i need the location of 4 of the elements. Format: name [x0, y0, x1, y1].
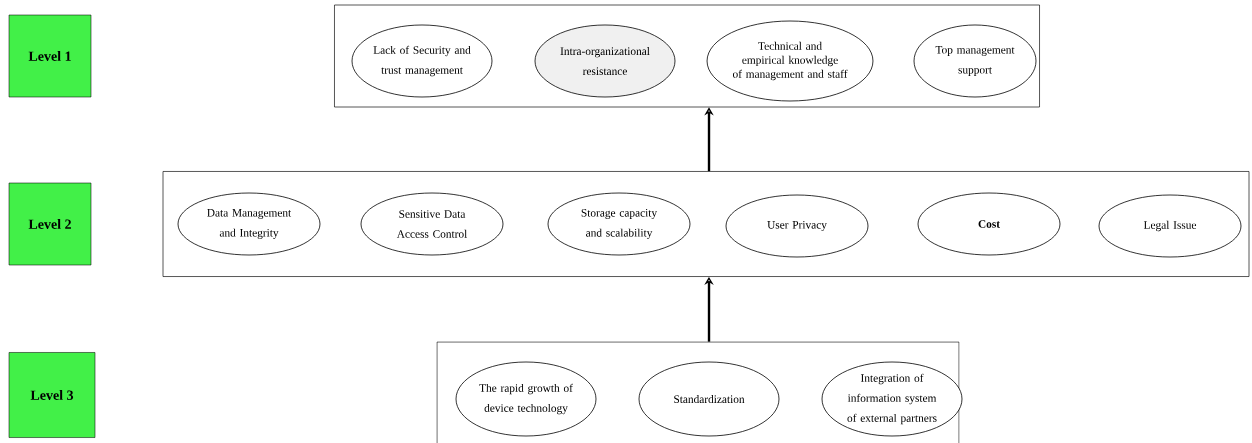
- level-box: Level 1: [8, 14, 92, 98]
- level-box: Level 2: [8, 182, 92, 266]
- level-box: Level 3: [8, 352, 96, 438]
- node-label: Integration of information system of external partners: [847, 373, 937, 425]
